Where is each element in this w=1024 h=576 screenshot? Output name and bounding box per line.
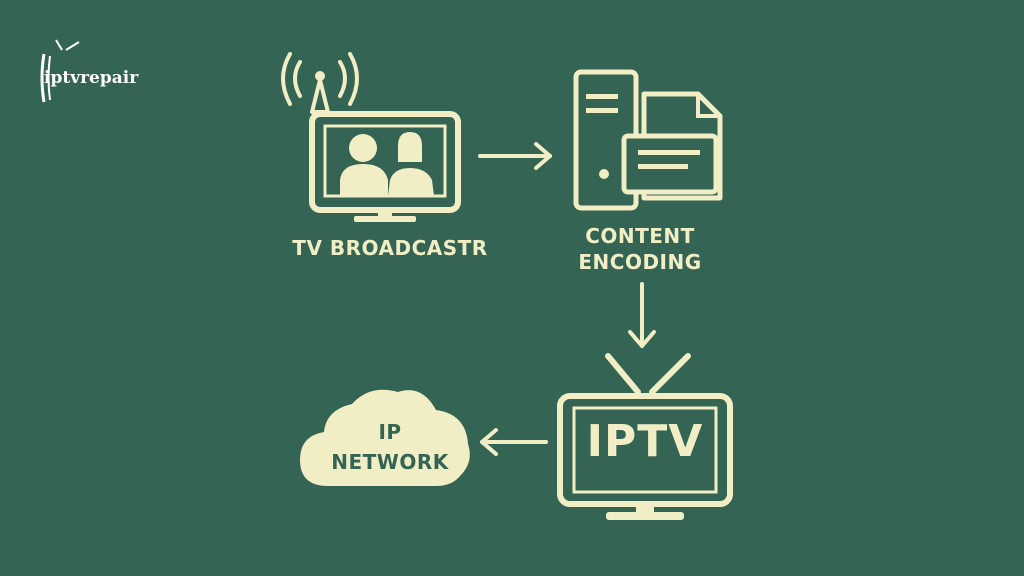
encoding-label-line1: CONTENT bbox=[585, 224, 695, 248]
network-label-line2: NETWORK bbox=[331, 450, 449, 474]
iptv-label: IPTV bbox=[586, 416, 704, 467]
network-label-line1: IP bbox=[378, 420, 402, 444]
tv-antenna-icon bbox=[281, 52, 461, 222]
server-document-icon bbox=[573, 69, 723, 211]
tv-icon bbox=[557, 353, 733, 520]
arrow-right-icon bbox=[478, 142, 552, 170]
encoding-label-line2: ENCODING bbox=[578, 250, 702, 274]
brand-name: iptvrepair bbox=[44, 68, 139, 88]
arrow-left-icon bbox=[480, 428, 548, 456]
arrow-down-icon bbox=[628, 282, 656, 348]
cloud-icon bbox=[300, 389, 470, 486]
brand-tv-icon bbox=[40, 39, 80, 103]
broadcaster-label: TV BROADCASTR bbox=[292, 236, 488, 260]
